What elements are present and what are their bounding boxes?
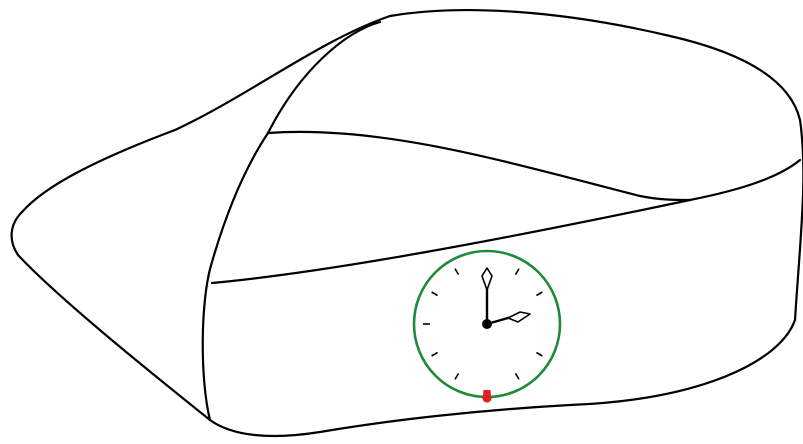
clock-marker: [483, 390, 492, 403]
clock-tick: [432, 353, 438, 357]
band-back-upper-edge: [268, 132, 690, 200]
clock-tick: [516, 373, 520, 379]
clock-tick: [455, 373, 459, 379]
clock-center-pin: [482, 319, 492, 329]
clock-tick: [536, 292, 542, 296]
band-middle-edge: [212, 160, 800, 283]
clock-minute-hand: [482, 268, 492, 324]
clock-icon: [414, 251, 560, 403]
clock-tick: [536, 353, 542, 357]
band-front-inner-edge: [203, 133, 268, 420]
band-outer-outline: [12, 10, 803, 436]
clock-tick: [455, 269, 459, 275]
clock-tick: [432, 292, 438, 296]
clock-tick: [516, 269, 520, 275]
clock-hour-hand: [487, 312, 530, 324]
band-twist-edge: [268, 22, 380, 133]
